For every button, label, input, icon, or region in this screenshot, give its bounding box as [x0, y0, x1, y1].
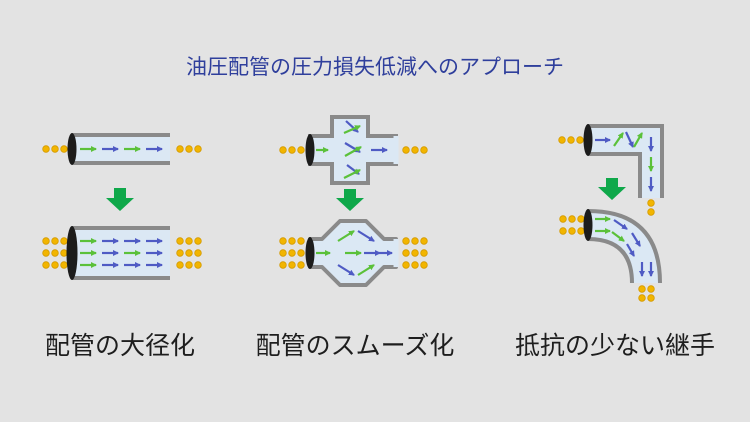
particles-in — [279, 237, 305, 269]
flow-arrows — [80, 238, 163, 268]
method-1-after — [42, 226, 202, 280]
flow-arrows — [316, 230, 393, 276]
elbow-smooth — [588, 211, 660, 283]
particles-in — [558, 136, 584, 144]
method-2-after — [279, 219, 428, 287]
diagram-title: 油圧配管の圧力損失低減へのアプローチ — [186, 55, 564, 79]
method-2-caption: 配管のスムーズ化 — [255, 331, 455, 360]
elbow-sharp — [588, 126, 662, 198]
particles-out — [638, 285, 655, 302]
transition-arrow-3 — [598, 178, 626, 200]
turbulent-arrows — [316, 120, 388, 179]
method-1-caption: 配管の大径化 — [44, 331, 195, 360]
particles-in — [42, 145, 68, 153]
particles-in — [279, 146, 305, 154]
method-2-before — [279, 115, 428, 185]
particles-in — [559, 215, 585, 235]
method-3-caption: 抵抗の少ない継手 — [514, 331, 715, 360]
flow-arrows — [595, 216, 654, 277]
transition-arrow-2 — [336, 189, 364, 211]
particles-out — [176, 145, 202, 153]
method-3-before — [558, 124, 664, 216]
method-1-before — [42, 133, 202, 165]
particles-out — [402, 237, 428, 269]
particles-out — [402, 146, 428, 154]
turbulent-arrows — [595, 131, 654, 192]
particles-out — [647, 199, 655, 216]
transition-arrow-1 — [106, 188, 134, 211]
particles-in — [42, 237, 68, 269]
particles-out — [176, 237, 202, 269]
method-3-after — [559, 209, 662, 302]
